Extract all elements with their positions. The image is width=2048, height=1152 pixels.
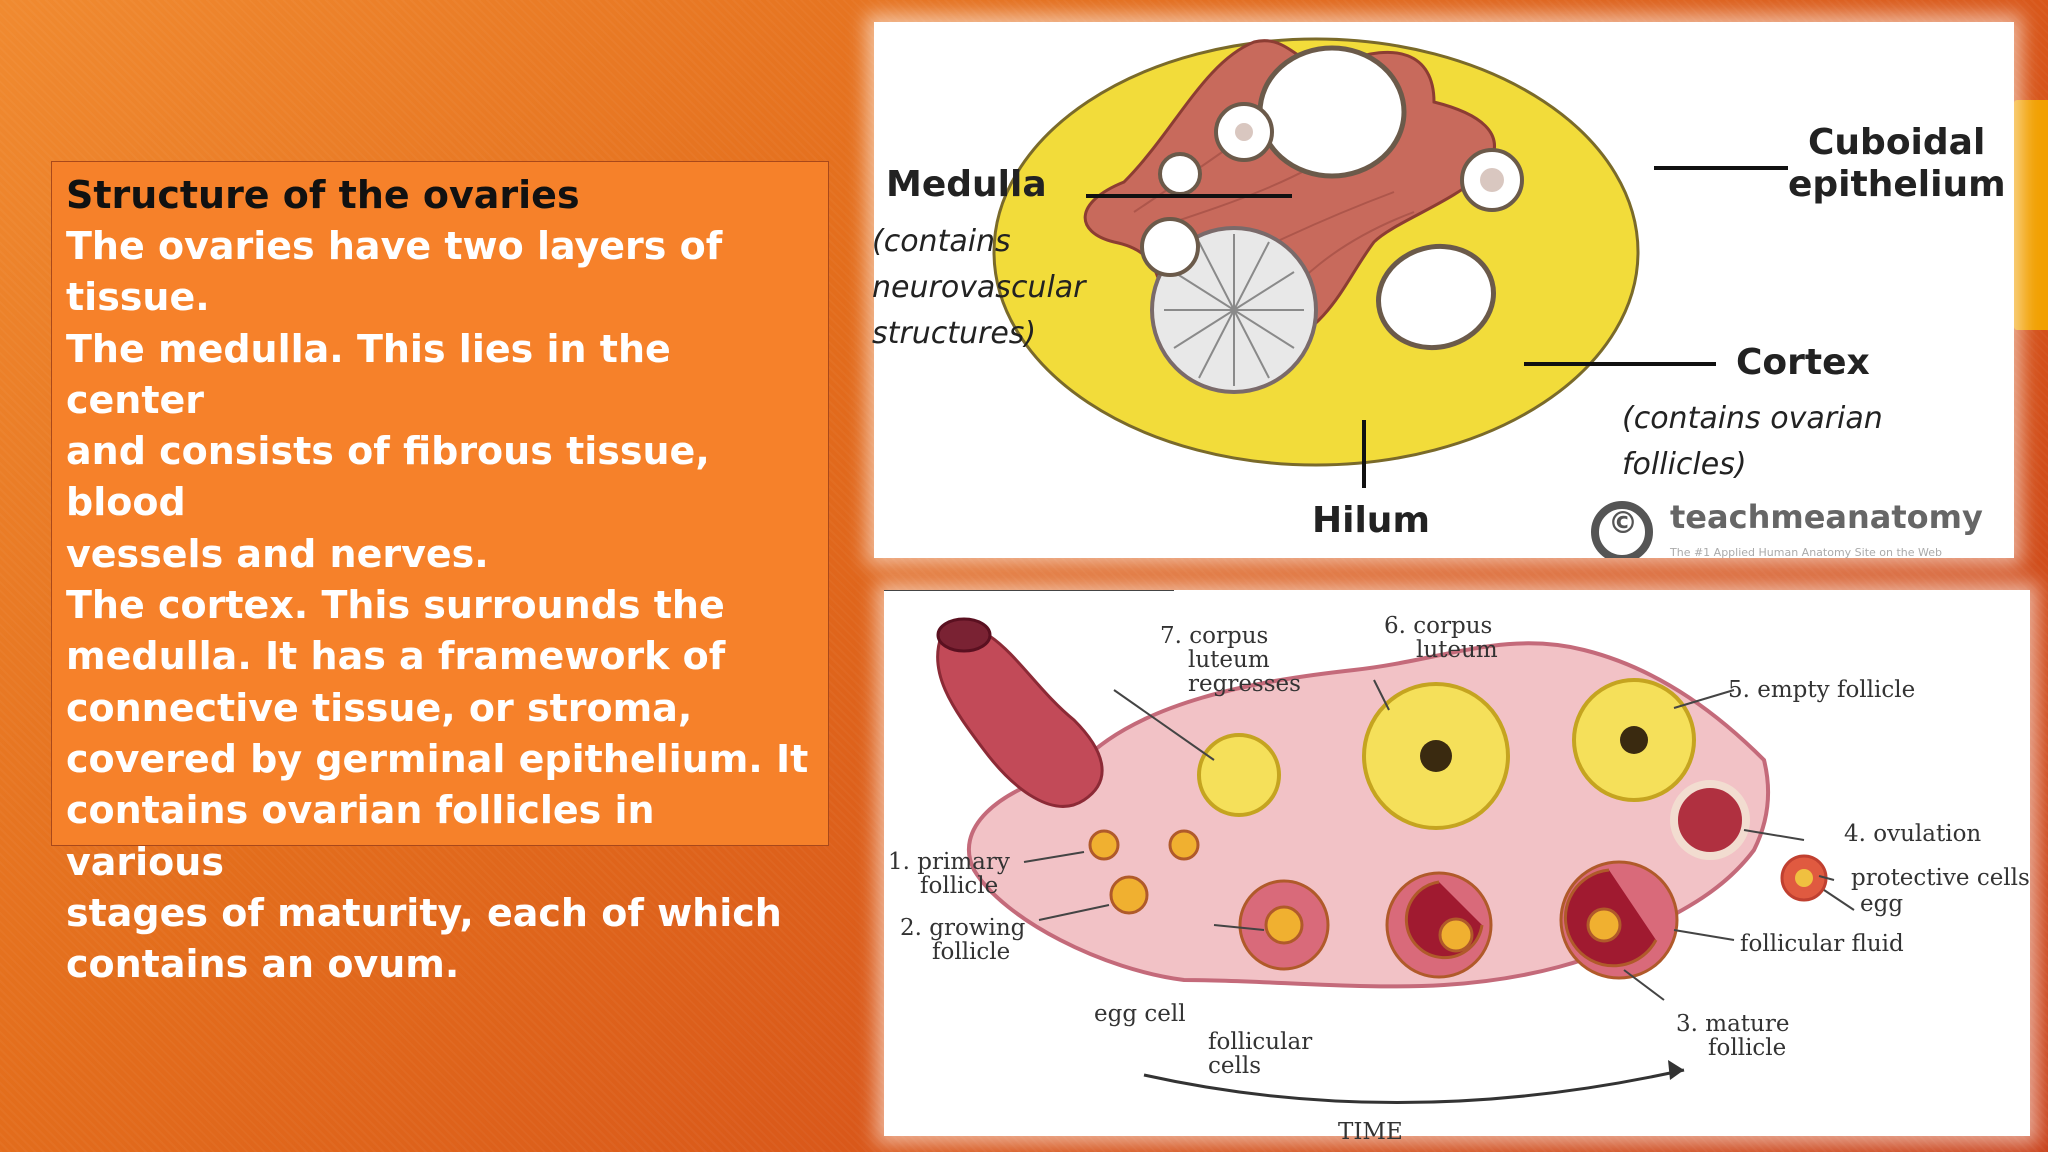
- empty-follicle-label: 5. empty follicle: [1728, 677, 1916, 703]
- text-line: The ovaries have two layers of: [66, 224, 723, 268]
- ovary-cross-section-panel: Medulla (contains neurovascular structur…: [872, 22, 2014, 559]
- label-line: 7. corpus: [1160, 623, 1269, 649]
- label-line: luteum: [1416, 637, 1498, 663]
- medulla-note-line: structures): [872, 316, 1037, 351]
- egg-cell-label: egg cell: [1094, 1001, 1186, 1027]
- copyright-mark: ©: [1608, 506, 1638, 541]
- ovary-cross-section-illustration: [992, 37, 1788, 558]
- label-line: follicle: [1708, 1035, 1787, 1061]
- follicular-fluid-label: follicular fluid: [1740, 931, 1904, 957]
- label-line: follicular: [1208, 1029, 1313, 1055]
- medulla-label: Medulla: [886, 164, 1047, 205]
- epithelium-label: epithelium: [1788, 164, 2006, 205]
- label-line: follicle: [932, 939, 1011, 965]
- text-box: Structure of the ovaries The ovaries hav…: [51, 161, 829, 986]
- label-line: 1. primary: [888, 849, 1010, 875]
- text-line: The medulla. This lies in the center: [66, 326, 671, 422]
- label-line: cells: [1208, 1053, 1262, 1079]
- hilum-label: Hilum: [1312, 500, 1430, 541]
- text-line: and consists of fibrous tissue, blood: [66, 429, 710, 525]
- text-line: contains an ovum.: [66, 942, 460, 987]
- label-line: 6. corpus: [1384, 613, 1493, 639]
- label-line: follicle: [920, 873, 999, 899]
- medulla-note-line: neurovascular: [872, 270, 1086, 305]
- section-title: Structure of the ovaries: [66, 173, 580, 217]
- text-line: covered by germinal epithelium. It: [66, 736, 809, 781]
- text-line: The cortex. This surrounds the: [66, 583, 725, 628]
- label-line: luteum: [1188, 647, 1270, 673]
- egg-label: egg: [1860, 891, 1904, 917]
- protective-cells-label: protective cells: [1851, 865, 2030, 891]
- label-line: 2. growing: [900, 915, 1026, 941]
- text-line: vessels and nerves.: [66, 531, 489, 576]
- text-line: tissue.: [66, 275, 210, 320]
- accent-bar: [2014, 100, 2048, 330]
- cortex-note: (contains ovarian follicles): [1622, 401, 1883, 482]
- label-line: regresses: [1188, 671, 1301, 697]
- time-label: TIME: [1338, 1119, 1403, 1145]
- follicle-development-panel: 7. corpus luteum regresses 6. corpus lut…: [884, 590, 2030, 1144]
- cuboidal-label: Cuboidal: [1808, 122, 1986, 163]
- medulla-note-line: (contains: [872, 224, 1011, 259]
- text-line: contains ovarian follicles in various: [66, 788, 655, 884]
- brand-name: teachmeanatomy: [1670, 498, 1983, 536]
- text-line: medulla. It has a framework of: [66, 634, 726, 679]
- text-line: connective tissue, or stroma,: [66, 685, 693, 730]
- text-line: stages of maturity, each of which: [66, 890, 782, 935]
- ovulation-label: 4. ovulation: [1844, 821, 1982, 847]
- brand-tagline: The #1 Applied Human Anatomy Site on the…: [1670, 546, 1943, 559]
- corpus-stripes: [1164, 234, 1304, 386]
- cortex-label: Cortex: [1736, 342, 1870, 383]
- follicle-development-illustration: [884, 590, 1855, 1105]
- label-line: 3. mature: [1676, 1011, 1790, 1037]
